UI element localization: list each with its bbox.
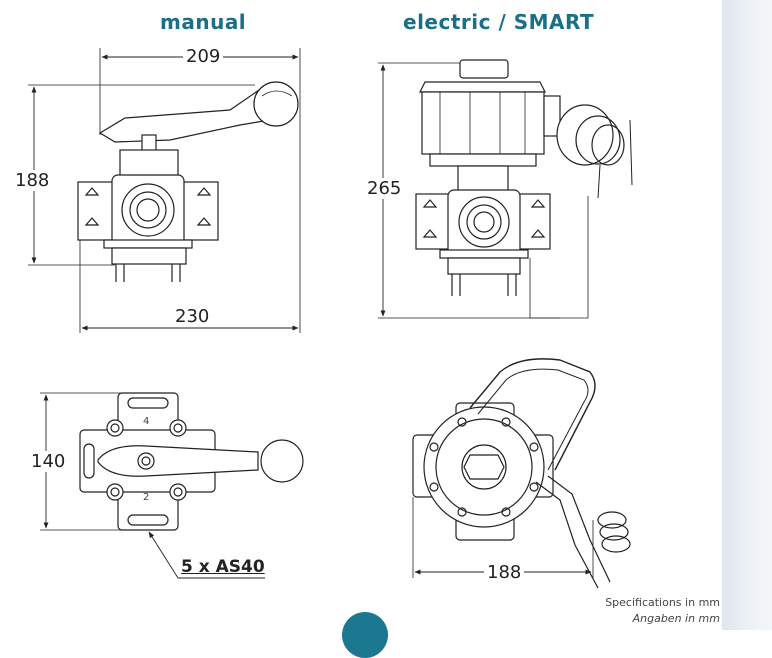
model-label: 5 x AS40 bbox=[181, 557, 265, 577]
circle-button[interactable] bbox=[342, 612, 388, 658]
port-label-top: 4 bbox=[143, 416, 149, 427]
dim-manual-base: 230 bbox=[172, 306, 213, 327]
dim-manual-top-height: 140 bbox=[28, 451, 69, 472]
heading-manual: manual bbox=[160, 10, 247, 34]
note-specifications-en: Specifications in mm bbox=[605, 596, 720, 609]
dim-manual-height: 188 bbox=[12, 170, 53, 191]
port-label-bottom: 2 bbox=[143, 492, 149, 503]
technical-drawings: 4 2 bbox=[28, 48, 633, 589]
electric-top-view bbox=[412, 358, 631, 589]
manual-top-view bbox=[40, 392, 304, 579]
manual-side-view bbox=[28, 48, 301, 333]
dim-electric-top-width: 188 bbox=[484, 562, 525, 583]
dim-electric-height: 265 bbox=[364, 178, 405, 199]
dim-manual-width: 209 bbox=[183, 46, 224, 67]
note-specifications-de: Angaben in mm bbox=[632, 612, 720, 625]
right-sidebar-gradient bbox=[722, 0, 772, 630]
heading-electric-smart: electric / SMART bbox=[403, 10, 595, 34]
electric-side-view bbox=[378, 59, 633, 319]
